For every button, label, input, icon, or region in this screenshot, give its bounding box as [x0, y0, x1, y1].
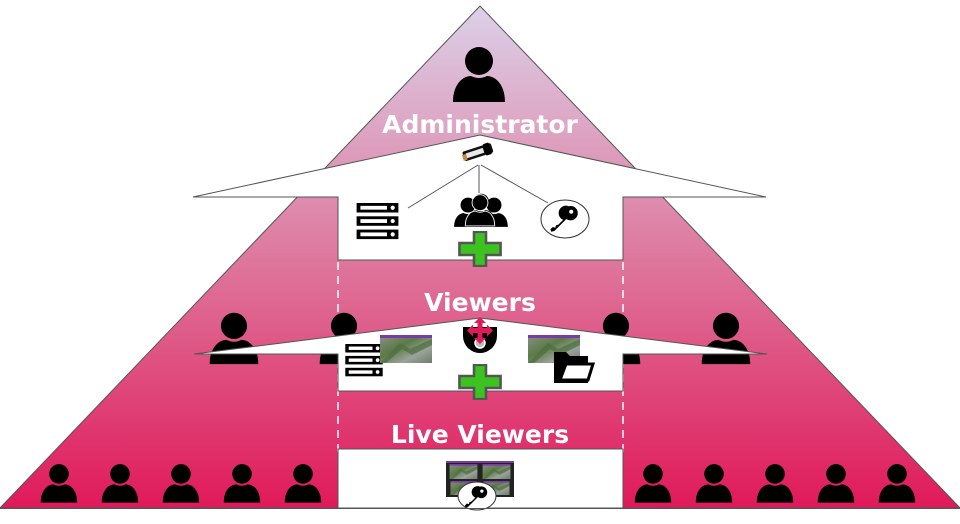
- key-icon: [540, 199, 590, 239]
- connectors: [407, 164, 549, 209]
- move-arrows-icon: [467, 317, 493, 344]
- tier-label-live-viewers: Live Viewers: [391, 420, 569, 449]
- connector-line: [407, 164, 479, 209]
- key-icon: [457, 481, 497, 511]
- camera-icon: [461, 142, 494, 161]
- folder-icon: [554, 352, 596, 383]
- tier-label-administrator: Administrator: [382, 110, 578, 139]
- server-icon: [356, 203, 399, 240]
- server-icon: [345, 344, 383, 377]
- ptz-camera-icon: [463, 317, 497, 353]
- connector-line: [480, 164, 549, 204]
- tier-label-viewers: Viewers: [424, 288, 536, 317]
- video-feed-icon: [380, 335, 432, 363]
